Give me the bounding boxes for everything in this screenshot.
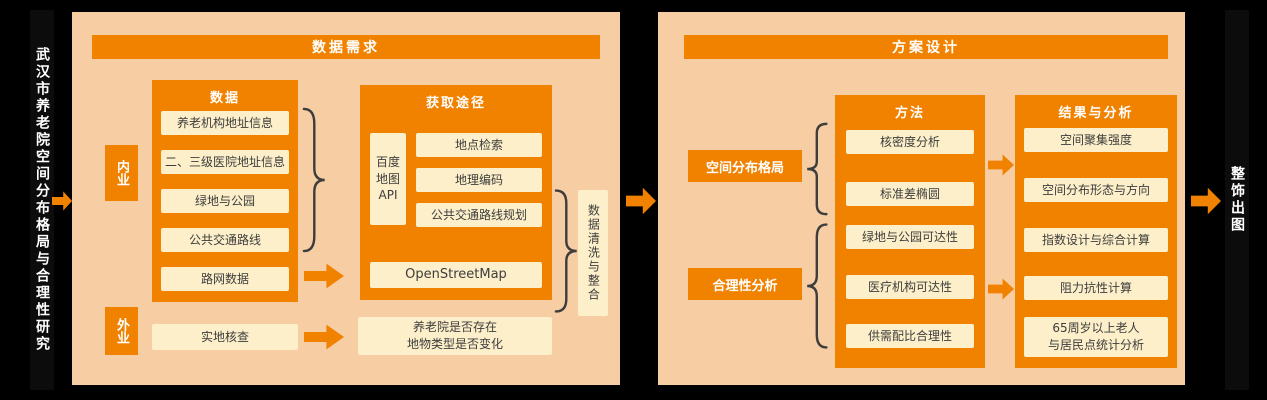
result-item: 指数设计与综合计算 [1024,228,1168,252]
method-item: 标准差椭圆 [846,182,974,206]
acquisition-column-header: 获取途径 [425,96,486,111]
method-item: 供需配比合理性 [846,324,974,348]
arrow-right-icon [304,263,344,289]
field-work-label: 外业 [114,318,129,344]
curly-brace-icon [300,106,326,254]
result-item: 空间分布形态与方向 [1024,178,1168,202]
arrow-right-icon [988,154,1014,176]
arrow-right-icon [304,324,344,350]
methods-column: 方法 核密度分析 标准差椭圆 绿地与公园可达性 医疗机构可达性 供需配比合理性 [835,95,985,368]
method-item: 绿地与公园可达性 [846,225,974,249]
curly-brace-icon [806,122,830,216]
acquisition-item: 地点检索 [416,133,542,157]
baidu-map-api-box: 百度 地图 API [370,133,406,225]
results-column-header: 结果与分析 [1058,106,1134,121]
data-column: 数据 养老机构地址信息 二、三级医院地址信息 绿地与公园 公共交通路线 路网数据 [152,80,298,302]
data-cleaning-label: 数据清洗与整合 [586,204,601,302]
data-item: 绿地与公园 [161,189,289,213]
indoor-work-box: 内业 [105,145,138,201]
arrow-right-icon [52,191,72,211]
acquisition-item: 公共交通路线规划 [416,203,542,227]
data-item: 养老机构地址信息 [161,111,289,135]
data-item: 二、三级医院地址信息 [161,150,289,174]
curly-brace-icon [806,222,830,350]
data-requirements-panel: 数据需求 内业 数据 养老机构地址信息 二、三级医院地址信息 绿地与公园 公共交… [72,12,620,385]
data-item: 公共交通路线 [161,228,289,252]
scheme-design-panel: 方案设计 空间分布格局 合理性分析 方法 核密度分析 标准差椭圆 绿地与公园可达… [658,12,1185,385]
method-item: 核密度分析 [846,130,974,154]
arrow-right-icon [988,278,1014,300]
left-title-bar: 武汉市养老院空间分布格局与合理性研究 [30,10,54,390]
scheme-design-title: 方案设计 [684,35,1168,59]
field-work-box: 外业 [105,307,138,355]
rationality-box: 合理性分析 [688,268,802,300]
right-title-bar: 整饰出图 [1225,10,1249,390]
arrow-right-icon [626,187,656,215]
method-item: 医疗机构可达性 [846,275,974,299]
data-item: 路网数据 [161,267,289,291]
curly-brace-icon [552,188,578,314]
arrow-right-icon [1191,187,1221,215]
results-column: 结果与分析 空间聚集强度 空间分布形态与方向 指数设计与综合计算 阻力抗性计算 … [1015,95,1177,368]
data-requirements-title: 数据需求 [92,35,600,59]
result-item: 65周岁以上老人 与居民点统计分析 [1024,317,1168,357]
research-title: 武汉市养老院空间分布格局与合理性研究 [34,47,50,353]
data-column-header: 数据 [209,91,240,106]
acquisition-item: 地理编码 [416,168,542,192]
output-label: 整饰出图 [1229,166,1245,234]
acquisition-column: 获取途径 百度 地图 API 地点检索 地理编码 公共交通路线规划 OpenSt… [360,85,552,300]
indoor-work-label: 内业 [114,160,129,186]
result-item: 空间聚集强度 [1024,128,1168,152]
data-cleaning-box: 数据清洗与整合 [578,190,608,316]
field-check-box: 实地核查 [152,324,298,350]
openstreetmap-box: OpenStreetMap [370,262,542,288]
field-result-box: 养老院是否存在 地物类型是否变化 [358,317,552,355]
spatial-pattern-box: 空间分布格局 [688,150,802,182]
methods-column-header: 方法 [894,106,925,121]
result-item: 阻力抗性计算 [1024,276,1168,300]
